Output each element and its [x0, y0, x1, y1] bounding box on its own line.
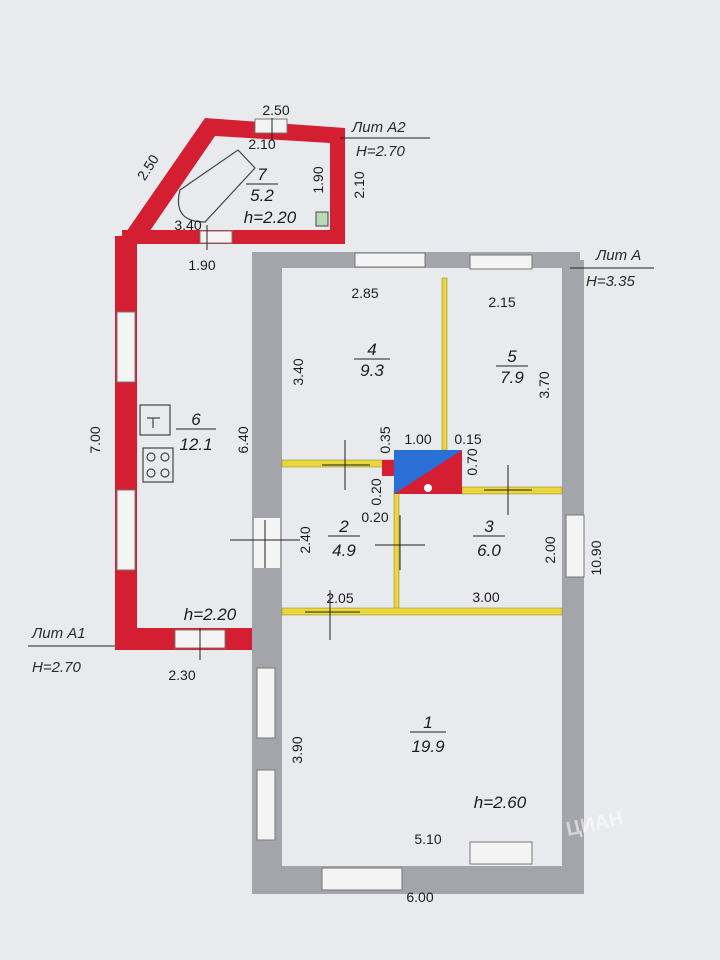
dimension-labels: 2.50 2.10 2.50 2.10 1.90 3.40 1.90 6.40 … — [87, 102, 604, 905]
dim-a2-top: 2.50 — [262, 102, 289, 118]
dim-room3-width: 3.00 — [472, 589, 499, 605]
main-lit-label: Лит А H=3.35 — [570, 247, 654, 290]
stove — [382, 450, 462, 494]
room-1-height: h=2.60 — [474, 793, 527, 812]
dim-room3-height: 2.00 — [542, 536, 558, 563]
dim-a1-left: 7.00 — [87, 426, 103, 453]
dim-stove-top: 0.35 — [377, 426, 393, 453]
room-5-label: 5 7.9 — [496, 347, 528, 387]
room-2-label: 2 4.9 — [328, 517, 360, 560]
dim-room1-width: 5.10 — [414, 831, 441, 847]
door-marks — [199, 118, 532, 660]
annex-a2-height: H=2.70 — [356, 143, 405, 160]
dim-a2-right-out: 2.10 — [351, 171, 367, 198]
dim-a1-bottom: 2.30 — [168, 667, 195, 683]
room-1-area: 19.9 — [411, 737, 445, 756]
dim-stove-right: 0.15 — [454, 431, 481, 447]
room-4-label: 4 9.3 — [354, 340, 390, 380]
room-6-label: 6 12.1 — [176, 410, 216, 454]
vent-box — [315, 211, 329, 227]
main-height: H=3.35 — [586, 273, 635, 290]
room-1-number: 1 — [423, 713, 432, 732]
annex-a1-height: H=2.70 — [32, 659, 81, 676]
room-2-number: 2 — [338, 517, 349, 536]
dim-room1-height: 3.90 — [289, 736, 305, 763]
room-7-label: 7 5.2 — [246, 165, 278, 205]
bathtub — [177, 149, 256, 223]
annex-a1-lit: Лит А1 — [31, 625, 86, 642]
room-7-area: 5.2 — [250, 186, 274, 205]
dim-room6-height: 6.40 — [235, 426, 251, 453]
main-windows — [256, 252, 585, 891]
room-2-area: 4.9 — [332, 541, 356, 560]
main-lit: Лит А — [595, 247, 641, 264]
dim-stove-width: 1.00 — [404, 431, 431, 447]
room-4-area: 9.3 — [360, 361, 384, 380]
dim-a2-right-in: 1.90 — [310, 166, 326, 193]
annex-a2-walls — [122, 118, 345, 244]
dim-a2-inner-top: 2.10 — [248, 136, 275, 152]
annex-a2-lit: Лит А2 — [351, 119, 406, 136]
room-7-number: 7 — [257, 165, 267, 184]
room-3-number: 3 — [484, 517, 494, 536]
room-4-number: 4 — [367, 340, 376, 359]
room-6-number: 6 — [191, 410, 201, 429]
dim-stove-left: 0.20 — [368, 478, 384, 505]
door-opening-6-2 — [254, 518, 280, 568]
room-1-label: 1 19.9 — [410, 713, 446, 756]
dim-room4-height: 3.40 — [290, 358, 306, 385]
annex-a1-lit-label: Лит А1 H=2.70 — [28, 625, 115, 676]
room-5-area: 7.9 — [500, 368, 524, 387]
room-6-area: 12.1 — [179, 435, 212, 454]
dim-a2-bottom: 3.40 — [174, 217, 201, 233]
dim-total-depth: 10.90 — [588, 540, 604, 575]
dim-room5-height: 3.70 — [536, 371, 552, 398]
annex-a2-lit-label: Лит А2 H=2.70 — [340, 119, 430, 160]
dim-room6-top: 1.90 — [188, 257, 215, 273]
dim-stove-side: 0.70 — [464, 448, 480, 475]
dim-room4-width: 2.85 — [351, 285, 378, 301]
room-3-label: 3 6.0 — [473, 517, 505, 560]
dim-total-width: 6.00 — [406, 889, 433, 905]
sink — [139, 404, 171, 436]
dim-room2-height: 2.40 — [297, 526, 313, 553]
dim-room2-width: 2.05 — [326, 590, 353, 606]
dim-room5-width: 2.15 — [488, 294, 515, 310]
room-6-height: h=2.20 — [184, 605, 237, 624]
room-3-area: 6.0 — [477, 541, 501, 560]
annex-a2-windows — [199, 118, 288, 244]
dim-stove-bottom: 0.20 — [361, 509, 388, 525]
room-7-height: h=2.20 — [244, 208, 297, 227]
stove-burners — [142, 447, 174, 483]
room-5-number: 5 — [507, 347, 517, 366]
